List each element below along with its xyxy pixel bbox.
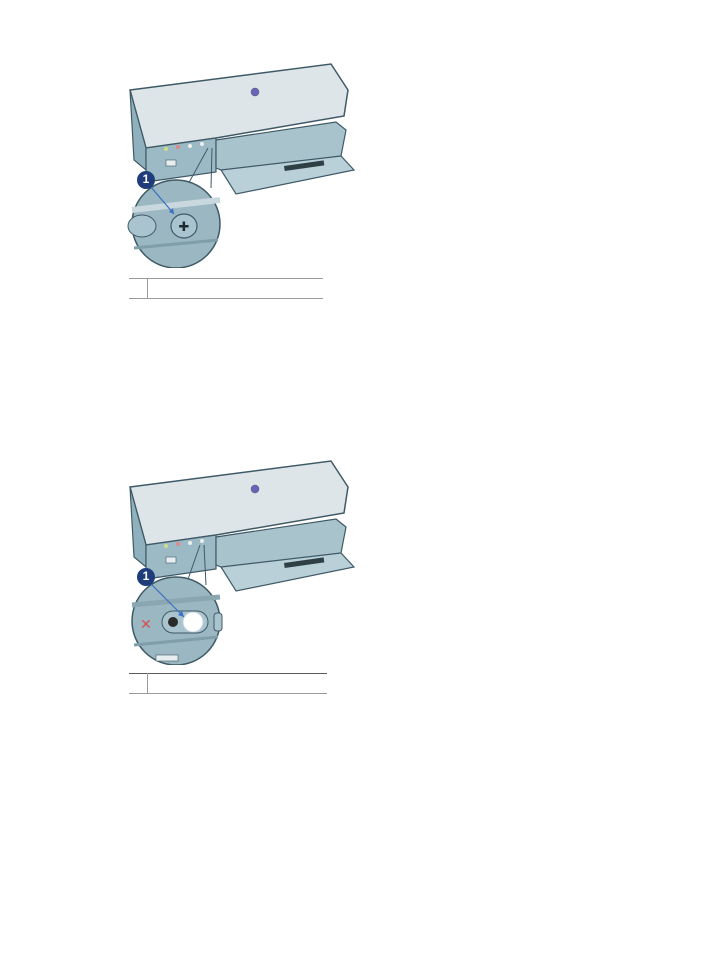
hp-logo-icon [250,484,260,494]
svg-text:✕: ✕ [140,617,152,633]
printer-drawing: ✕ [129,460,356,665]
callout-number: 1 [142,172,150,186]
callout-row-number [129,673,148,694]
resume-button-zoomed [170,213,198,239]
callout-arrow-icon [149,582,185,618]
callout-row-number [129,278,148,299]
callout-badge-icon [137,568,155,586]
callout-arrow-icon [149,185,175,215]
callout-row-text [148,674,328,694]
printer-illustration-2: ✕ 1 [126,457,356,665]
callout-table-1 [129,278,323,299]
table-row [129,278,324,299]
callout-badge-icon [137,171,155,189]
table-row [129,673,328,694]
power-button-zoomed [182,611,204,633]
svg-text:✚: ✚ [179,220,190,235]
callout-number: 1 [142,569,150,583]
callout-row-text [148,279,324,299]
printer-drawing: ✚ [127,63,356,268]
printer-illustration-1: ✚ 1 [126,60,356,268]
callout-table-2 [129,673,327,694]
hp-logo-icon [250,87,260,97]
